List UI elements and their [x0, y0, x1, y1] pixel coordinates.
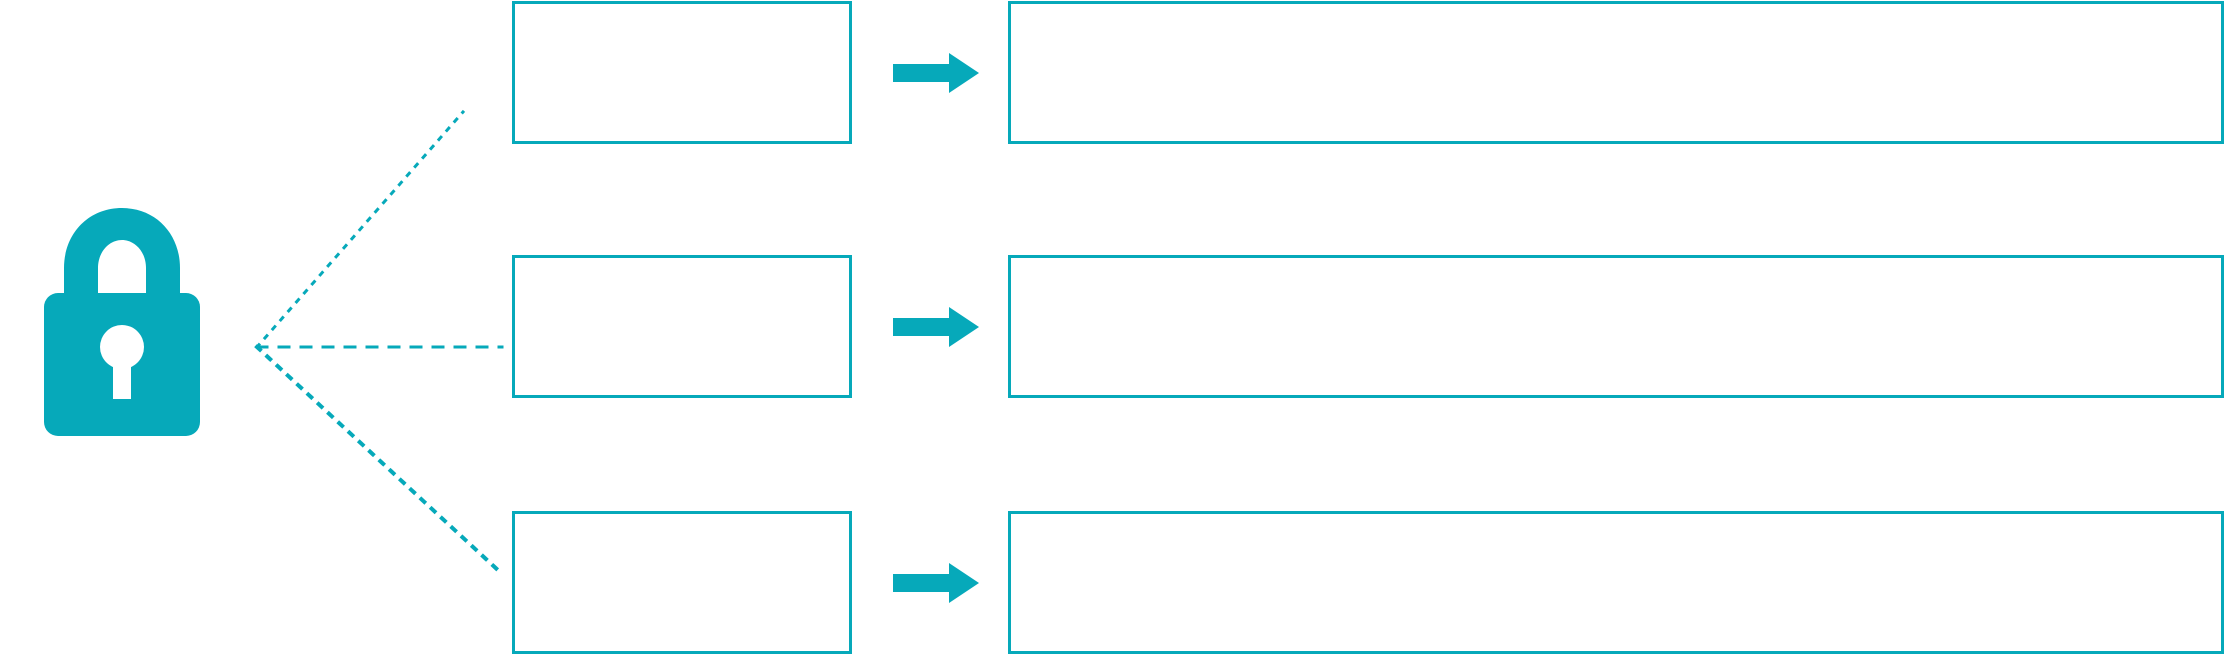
- right-arrow-icon-row-1: [893, 53, 979, 93]
- connector-line-row-3: [254, 344, 503, 575]
- stage-one-box-row-2[interactable]: [512, 255, 852, 398]
- connector-line-row-1: [254, 109, 466, 350]
- stage-two-box-row-1[interactable]: [1008, 1, 2224, 144]
- right-arrow-icon-row-3: [893, 563, 979, 603]
- stage-one-box-row-3[interactable]: [512, 511, 852, 654]
- stage-two-box-row-2[interactable]: [1008, 255, 2224, 398]
- padlock-icon: [22, 150, 222, 450]
- right-arrow-icon-row-2: [893, 307, 979, 347]
- stage-two-box-row-3[interactable]: [1008, 511, 2224, 654]
- stage-one-box-row-1[interactable]: [512, 1, 852, 144]
